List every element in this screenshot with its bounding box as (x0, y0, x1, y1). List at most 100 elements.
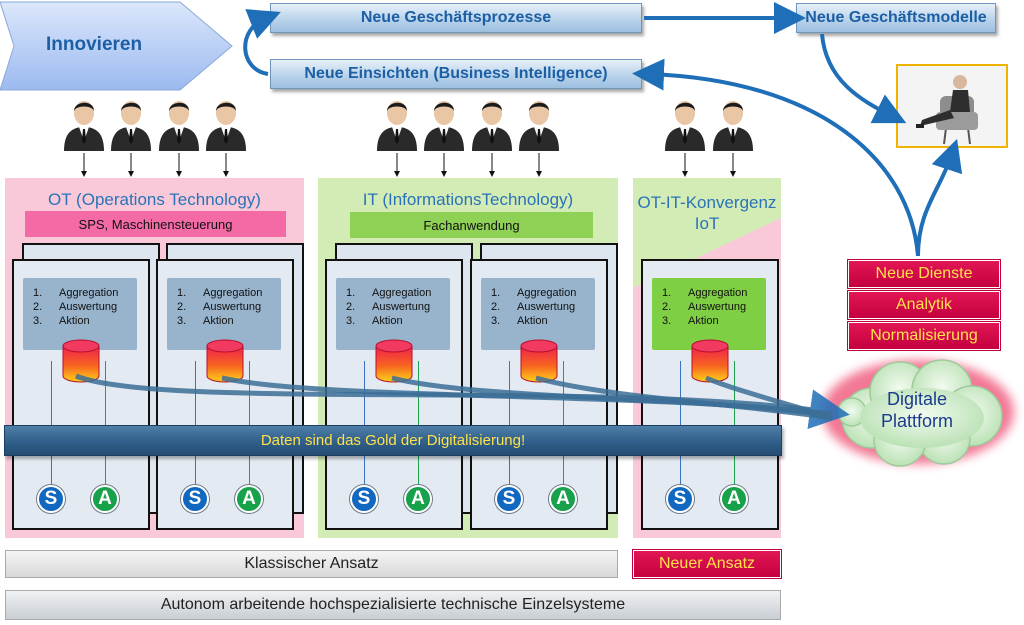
platform-label: Digitale Plattform (852, 388, 982, 432)
actor-line (418, 361, 419, 487)
sensor-icon: S (495, 485, 523, 513)
actor-line (105, 361, 106, 487)
process-step: 3.Aktion (177, 314, 262, 328)
process-step: 3. Aktion (346, 314, 431, 328)
process-step-number: 2. (177, 301, 187, 313)
section-ot-subtitle: SPS, Maschinensteuerung (25, 211, 286, 237)
process-step: 1. Aggregation (662, 286, 747, 300)
process-step-label: Aktion (203, 315, 234, 327)
new-approach-bar: Neuer Ansatz (633, 550, 781, 578)
loop-arrow-insights-to-processes (243, 9, 281, 76)
autonomous-systems-bar: Autonom arbeitende hochspezialisierte te… (5, 590, 781, 620)
person-icon (517, 97, 561, 151)
database-icon (691, 339, 729, 383)
process-step-label: Aktion (688, 315, 719, 327)
sensor-line (364, 361, 365, 487)
process-step: 2. Auswertung (346, 300, 431, 314)
process-step-number: 1. (662, 287, 672, 299)
process-step-number: 3. (33, 315, 43, 327)
section-ot-title: OT (Operations Technology) (48, 190, 261, 209)
banner-new-processes: Neue Geschäftsprozesse (270, 3, 642, 33)
process-step: 3. Aktion (33, 314, 118, 328)
person-icon (62, 97, 106, 151)
sensor-icon: S (37, 485, 65, 513)
actor-icon: A (91, 485, 119, 513)
process-step: 1.Aggregation (346, 286, 431, 300)
process-step-number: 3. (491, 315, 501, 327)
innovate-chevron-icon (0, 1, 233, 91)
sensor-line (195, 361, 196, 487)
arrow-models-to-image (820, 33, 907, 124)
person-icon (204, 97, 248, 151)
person-icon (663, 97, 707, 151)
process-step: 3. Aktion (491, 314, 576, 328)
person-icon (422, 97, 466, 151)
actor-icon: A (235, 485, 263, 513)
platform-label-line2: Plattform (880, 411, 954, 431)
process-step-label: Auswertung (372, 301, 431, 313)
process-step: 2.Auswertung (662, 300, 747, 314)
process-step-number: 2. (346, 301, 356, 313)
process-step-number: 1. (491, 287, 501, 299)
actor-line (563, 361, 564, 487)
actor-icon: A (549, 485, 577, 513)
process-step-label: Aktion (372, 315, 403, 327)
sensor-line (680, 361, 681, 487)
sensor-line (51, 361, 52, 487)
process-step-label: Aggregation (688, 287, 748, 299)
database-icon (62, 339, 100, 383)
classic-approach-bar: Klassischer Ansatz (5, 550, 618, 578)
actor-icon: A (720, 485, 748, 513)
actor-line (249, 361, 250, 487)
process-step: 2. Auswertung (177, 300, 262, 314)
sensor-line (509, 361, 510, 487)
process-step-label: Aggregation (517, 287, 577, 299)
process-step-label: Auswertung (203, 301, 262, 313)
gold-band: Daten sind das Gold der Digitalisierung! (4, 425, 782, 456)
person-icon (470, 97, 514, 151)
process-step-number: 2. (662, 301, 672, 313)
process-step: 3.Aktion (662, 314, 747, 328)
person-icon (157, 97, 201, 151)
person-icon (109, 97, 153, 151)
arrow-services-to-image (916, 138, 963, 257)
process-step: 2.Auswertung (33, 300, 118, 314)
section-it-title: IT (InformationsTechnology) (362, 190, 574, 209)
service-new-services: Neue Dienste (848, 260, 1000, 288)
actor-icon: A (404, 485, 432, 513)
database-icon (206, 339, 244, 383)
service-normalization: Normalisierung (848, 322, 1000, 350)
process-step: 1. Aggregation (491, 286, 576, 300)
process-step-label: Aggregation (203, 287, 263, 299)
sensor-icon: S (666, 485, 694, 513)
person-icon (375, 97, 419, 151)
sensor-icon: S (350, 485, 378, 513)
process-step-number: 2. (491, 301, 501, 313)
process-step-number: 1. (177, 287, 187, 299)
process-step-number: 1. (33, 287, 43, 299)
database-icon (520, 339, 558, 383)
service-analytics: Analytik (848, 291, 1000, 319)
banner-new-models: Neue Geschäftsmodelle (796, 3, 996, 33)
person-icon (711, 97, 755, 151)
process-step-label: Aktion (517, 315, 548, 327)
database-icon (375, 339, 413, 383)
process-step: 1. Aggregation (177, 286, 262, 300)
sensor-icon: S (181, 485, 209, 513)
process-step-number: 3. (346, 315, 356, 327)
process-step-label: Aktion (59, 315, 90, 327)
process-step-label: Aggregation (59, 287, 119, 299)
cloud-icon (822, 359, 1014, 467)
process-step-label: Aggregation (372, 287, 432, 299)
